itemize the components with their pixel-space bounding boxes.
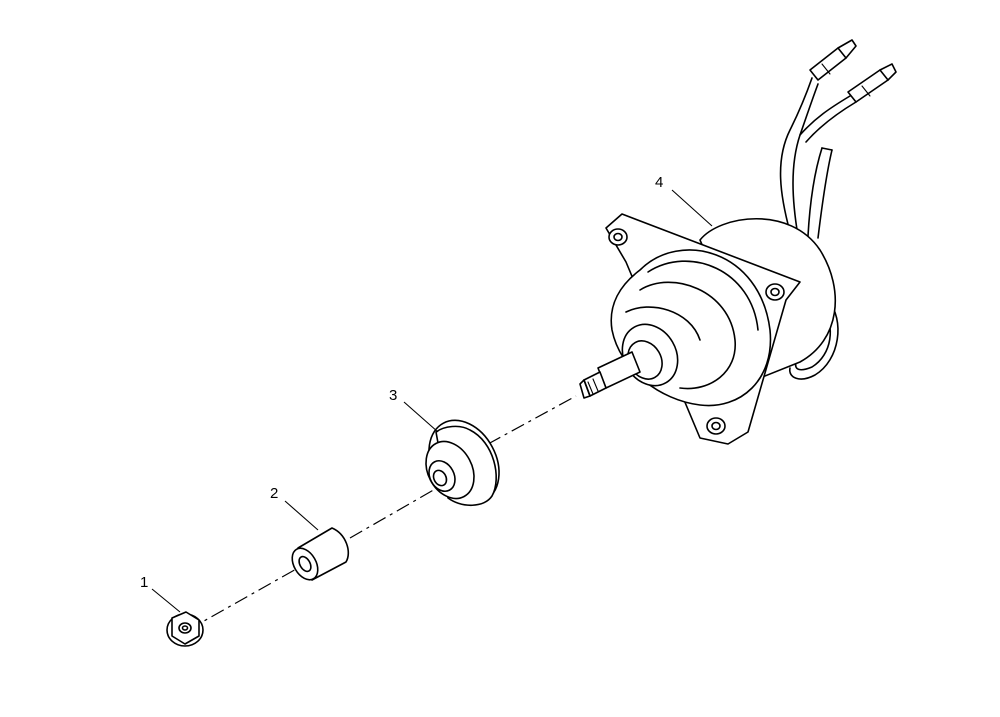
flange-nut — [166, 611, 204, 647]
callout-1: 1 — [140, 574, 148, 591]
spacer-sleeve — [291, 527, 350, 581]
wire-terminal-upper — [809, 39, 857, 81]
mounting-holes — [608, 228, 785, 435]
leader-lines — [151, 189, 713, 613]
rubber-grommet — [425, 419, 500, 507]
callout-4: 4 — [655, 174, 663, 191]
motor-wires — [779, 77, 857, 380]
motor-shaft — [579, 351, 641, 399]
motor-assembly — [579, 39, 897, 445]
wire-terminal-lower — [847, 63, 897, 103]
callout-3: 3 — [389, 387, 397, 404]
callout-2: 2 — [270, 485, 278, 502]
assembly-axis — [187, 395, 577, 631]
